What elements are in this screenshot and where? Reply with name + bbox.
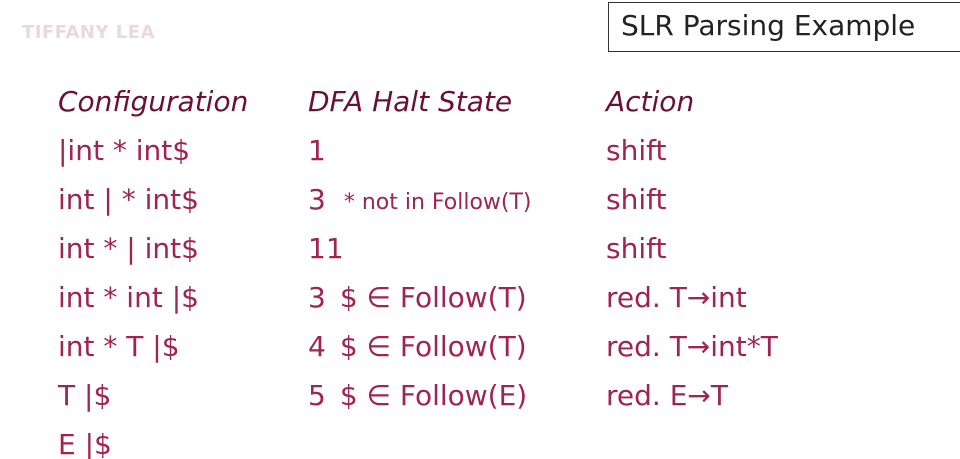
state-cell: 3 $ ∈ Follow(T)	[308, 280, 527, 316]
state-cell: 5 $ ∈ Follow(E)	[308, 378, 527, 414]
action-cell: shift	[606, 232, 667, 265]
action-cell: shift	[606, 183, 667, 216]
state-number: 3	[308, 281, 326, 314]
state-cell: 4 $ ∈ Follow(T)	[308, 329, 527, 365]
configuration-cell: int | * int$	[58, 183, 199, 216]
configuration-cell: |int * int$	[58, 134, 191, 167]
parse-table: Configuration DFA Halt State Action |int…	[58, 80, 938, 459]
table-row: int | * int$ 3 * not in Follow(T) shift	[58, 178, 938, 227]
table-row: |int * int$ 1 shift	[58, 129, 938, 178]
header-action: Action	[606, 85, 695, 118]
table-row: E |$	[58, 423, 938, 459]
state-cell: 1	[308, 133, 340, 169]
table-row: int * | int$ 11 shift	[58, 227, 938, 276]
watermark-text: TIFFANY LEA	[22, 22, 155, 43]
configuration-cell: int * | int$	[58, 232, 199, 265]
configuration-cell: T |$	[58, 379, 112, 412]
action-cell: red. E→T	[606, 379, 728, 412]
state-cell: 3 * not in Follow(T)	[308, 182, 532, 221]
header-row: Configuration DFA Halt State Action	[58, 80, 938, 129]
state-note: $ ∈ Follow(T)	[339, 330, 527, 363]
table-row: int * int |$ 3 $ ∈ Follow(T) red. T→int	[58, 276, 938, 325]
table-row: T |$ 5 $ ∈ Follow(E) red. E→T	[58, 374, 938, 423]
action-cell: red. T→int	[606, 281, 747, 314]
header-configuration: Configuration	[58, 85, 249, 118]
state-note: * not in Follow(T)	[343, 190, 532, 215]
state-number: 5	[308, 379, 326, 412]
state-number: 1	[308, 134, 326, 167]
state-number: 11	[308, 232, 344, 265]
state-note: $ ∈ Follow(E)	[339, 379, 528, 412]
state-number: 4	[308, 330, 326, 363]
configuration-cell: int * int |$	[58, 281, 199, 314]
table-row: int * T |$ 4 $ ∈ Follow(T) red. T→int*T	[58, 325, 938, 374]
header-dfa-halt-state: DFA Halt State	[308, 85, 513, 118]
slide-title: SLR Parsing Example	[608, 2, 960, 52]
state-note: $ ∈ Follow(T)	[339, 281, 527, 314]
state-number: 3	[308, 183, 326, 216]
state-cell	[308, 427, 322, 459]
action-cell: red. T→int*T	[606, 330, 778, 363]
state-cell: 11	[308, 231, 358, 267]
configuration-cell: E |$	[58, 428, 112, 459]
action-cell: shift	[606, 134, 667, 167]
configuration-cell: int * T |$	[58, 330, 180, 363]
